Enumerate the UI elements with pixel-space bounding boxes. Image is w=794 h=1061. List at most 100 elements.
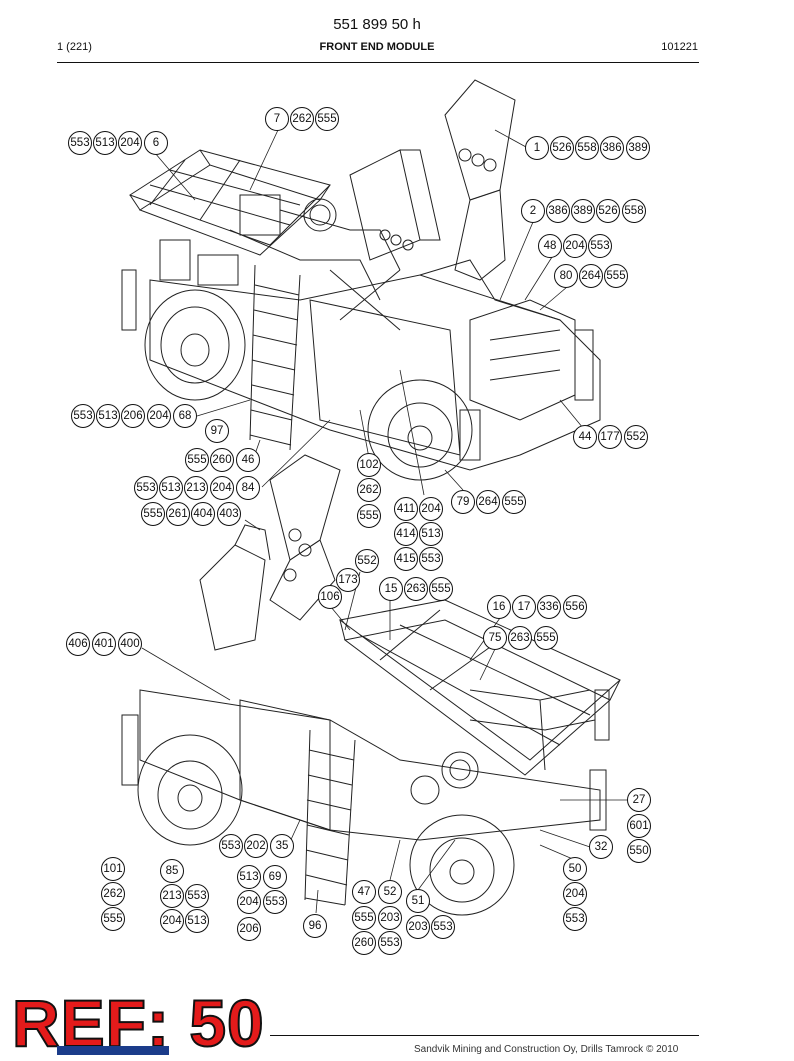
callout: 173: [336, 568, 360, 592]
lower-machine-view: [121, 454, 621, 916]
callout: 101: [101, 857, 125, 881]
leader-lines: [141, 129, 628, 914]
drawing-code: 101221: [661, 41, 698, 53]
callout: 513: [419, 522, 443, 546]
callout: 1: [525, 136, 549, 160]
callout: 553: [563, 907, 587, 931]
callout: 513: [96, 404, 120, 428]
callout: 553: [71, 404, 95, 428]
callout: 555: [315, 107, 339, 131]
callout: 389: [626, 136, 650, 160]
callout: 260: [210, 448, 234, 472]
callout: 75: [483, 626, 507, 650]
callout: 386: [546, 199, 570, 223]
callout: 550: [627, 839, 651, 863]
callout: 84: [236, 476, 260, 500]
callout: 555: [141, 502, 165, 526]
callout: 553: [588, 234, 612, 258]
footer-copyright: Sandvik Mining and Construction Oy, Dril…: [414, 1044, 679, 1055]
callout: 552: [355, 549, 379, 573]
callout: 558: [622, 199, 646, 223]
callout: 555: [429, 577, 453, 601]
callout: 414: [394, 522, 418, 546]
callout: 213: [160, 884, 184, 908]
page-indicator: 1 (221): [57, 41, 92, 53]
callout: 553: [263, 890, 287, 914]
callout: 411: [394, 497, 418, 521]
callout: 555: [185, 448, 209, 472]
callout: 403: [217, 502, 241, 526]
callout: 46: [236, 448, 260, 472]
callout: 558: [575, 136, 599, 160]
callout: 16: [487, 595, 511, 619]
callout: 555: [352, 906, 376, 930]
callout: 106: [318, 585, 342, 609]
callout: 202: [244, 834, 268, 858]
callout: 80: [554, 264, 578, 288]
callout: 97: [205, 419, 229, 443]
doc-number: 551 899 50 h: [333, 16, 421, 33]
callout: 555: [502, 490, 526, 514]
upper-machine-view: [121, 79, 601, 481]
callout: 52: [378, 880, 402, 904]
callout: 553: [68, 131, 92, 155]
callout: 555: [534, 626, 558, 650]
callout: 404: [191, 502, 215, 526]
callout: 553: [378, 931, 402, 955]
callout: 406: [66, 632, 90, 656]
callout: 401: [92, 632, 116, 656]
callout: 263: [404, 577, 428, 601]
callout: 47: [352, 880, 376, 904]
callout: 48: [538, 234, 562, 258]
callout: 204: [419, 497, 443, 521]
callout: 262: [290, 107, 314, 131]
header-rule: [57, 62, 699, 63]
callout: 27: [627, 788, 651, 812]
callout: 17: [512, 595, 536, 619]
callout: 555: [101, 907, 125, 931]
callout: 204: [563, 234, 587, 258]
callout: 102: [357, 453, 381, 477]
callout: 262: [357, 478, 381, 502]
callout: 553: [185, 884, 209, 908]
callout: 553: [219, 834, 243, 858]
callout: 6: [144, 131, 168, 155]
callout: 552: [624, 425, 648, 449]
callout: 513: [159, 476, 183, 500]
callout: 204: [147, 404, 171, 428]
callout: 203: [378, 906, 402, 930]
callout: 526: [596, 199, 620, 223]
callout: 44: [573, 425, 597, 449]
callout: 526: [550, 136, 574, 160]
callout: 553: [419, 547, 443, 571]
callout: 601: [627, 814, 651, 838]
callout: 262: [101, 882, 125, 906]
callout: 206: [237, 917, 261, 941]
callout: 415: [394, 547, 418, 571]
callout: 556: [563, 595, 587, 619]
callout: 555: [357, 504, 381, 528]
callout: 85: [160, 859, 184, 883]
callout: 203: [406, 915, 430, 939]
callout: 69: [263, 865, 287, 889]
callout: 7: [265, 107, 289, 131]
callout: 15: [379, 577, 403, 601]
callout: 204: [210, 476, 234, 500]
callout: 553: [431, 915, 455, 939]
callout: 2: [521, 199, 545, 223]
callout: 555: [604, 264, 628, 288]
callout: 263: [508, 626, 532, 650]
callout: 206: [121, 404, 145, 428]
callout: 389: [571, 199, 595, 223]
callout: 204: [237, 890, 261, 914]
callout: 68: [173, 404, 197, 428]
callout: 177: [598, 425, 622, 449]
callout: 400: [118, 632, 142, 656]
brand-logo: [57, 1046, 169, 1055]
callout: 79: [451, 490, 475, 514]
callout: 386: [600, 136, 624, 160]
callout: 513: [185, 909, 209, 933]
callout: 35: [270, 834, 294, 858]
callout: 204: [563, 882, 587, 906]
